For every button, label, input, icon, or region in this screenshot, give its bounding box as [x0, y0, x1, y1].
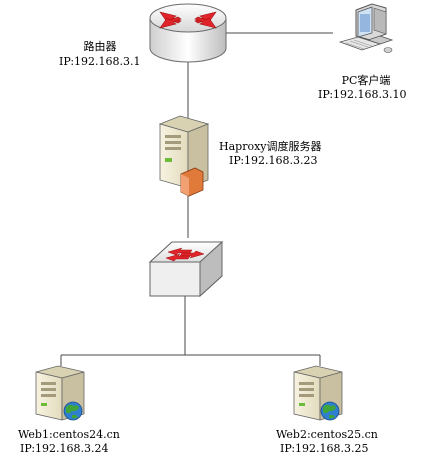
haproxy-ip-label: IP:192.168.3.23 [229, 154, 318, 167]
web1-ip-label: IP:192.168.3.24 [20, 442, 109, 455]
web1-server-icon [35, 365, 85, 421]
haproxy-name-label: Haproxy调度服务器 [219, 140, 322, 153]
pc-client-icon [338, 3, 394, 53]
pc-ip-label: IP:192.168.3.10 [318, 88, 407, 101]
router-icon [149, 3, 227, 63]
web1-name-label: Web1:centos24.cn [18, 428, 120, 441]
web2-ip-label: IP:192.168.3.25 [280, 442, 369, 455]
router-ip-label: IP:192.168.3.1 [59, 55, 141, 68]
switch-icon [148, 240, 224, 298]
web2-server-icon [293, 365, 343, 421]
web2-name-label: Web2:centos25.cn [276, 428, 378, 441]
pc-name-label: PC客户端 [341, 74, 391, 87]
router-name-label: 路由器 [83, 40, 117, 53]
haproxy-server-icon [158, 115, 210, 197]
connection-lines [60, 32, 333, 366]
